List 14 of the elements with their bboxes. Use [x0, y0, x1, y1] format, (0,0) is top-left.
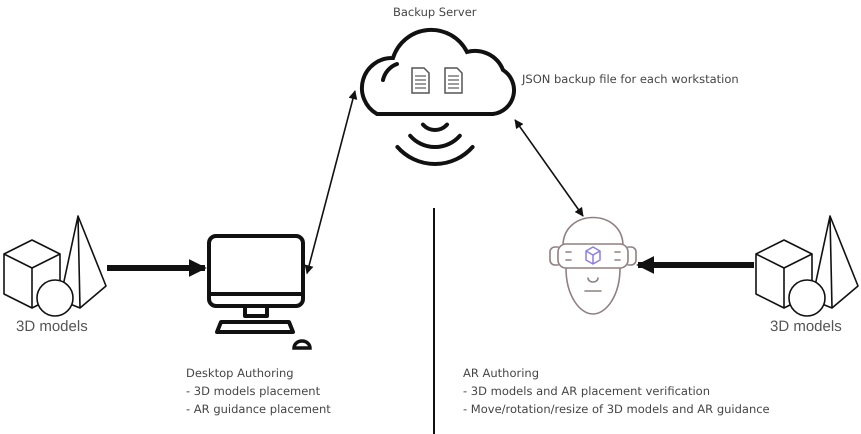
icon-caption: 3D models: [16, 318, 88, 335]
thick-arrow: [107, 259, 207, 277]
list-item: - Move/rotation/resize of 3D models and AR guidance: [463, 402, 770, 416]
list-item: - 3D models placement: [186, 384, 320, 398]
node-heading: AR Authoring: [463, 366, 540, 380]
thick-arrow: [636, 256, 754, 274]
annotation-text: JSON backup file for each workstation: [522, 72, 739, 86]
node-heading: Desktop Authoring: [186, 366, 294, 380]
double-arrow: [514, 119, 584, 217]
icon-caption: 3D models: [770, 318, 842, 335]
double-arrow: [304, 90, 358, 274]
list-item: - AR guidance placement: [186, 402, 331, 416]
node-heading: Backup Server: [393, 5, 477, 19]
list-item: - 3D models and AR placement verification: [463, 384, 710, 398]
